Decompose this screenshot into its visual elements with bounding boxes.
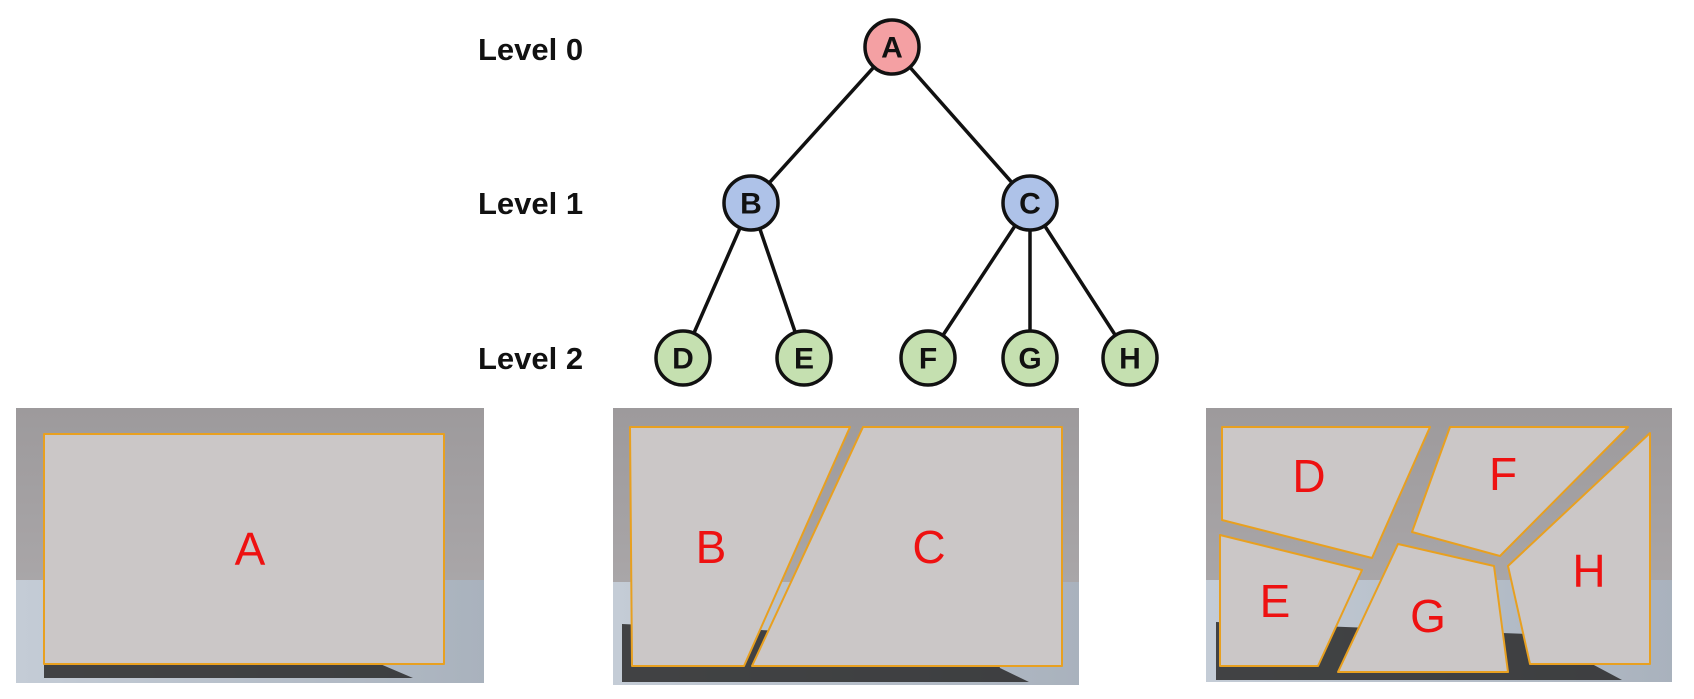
fragment-d [1221, 426, 1431, 559]
fragment-f-label: F [1489, 448, 1517, 500]
level-1-panel: B C [613, 408, 1079, 685]
node-e-circle [775, 329, 833, 387]
fragment-h-label: H [1572, 545, 1605, 597]
node-c-label: C [1019, 188, 1041, 221]
node-h-circle [1101, 329, 1159, 387]
edge-c-h [1028, 202, 1132, 359]
fragment-d-label: D [1292, 450, 1325, 502]
level-0-label: Level 0 [478, 32, 583, 67]
node-f-circle [899, 329, 957, 387]
tree-node-c: C [1001, 174, 1059, 232]
level-2-label: Level 2 [478, 341, 583, 376]
tree-node-g: G [1001, 329, 1059, 387]
node-c-circle [1001, 174, 1059, 232]
edge-a-c [890, 45, 1032, 205]
fragment-g-label: G [1410, 590, 1446, 642]
node-a-label: A [881, 32, 903, 65]
tree-node-h: H [1101, 329, 1159, 387]
node-a-circle [863, 18, 921, 76]
fragment-b-label: B [696, 521, 727, 573]
node-b-circle [722, 174, 780, 232]
node-e-label: E [794, 343, 814, 376]
node-b-label: B [740, 188, 762, 221]
node-h-label: H [1119, 343, 1141, 376]
node-g-circle [1001, 329, 1059, 387]
edge-a-b [749, 45, 894, 205]
tree-node-e: E [775, 329, 833, 387]
fragment-c [751, 426, 1063, 667]
fragment-b [629, 426, 851, 667]
fragment-c-label: C [912, 521, 945, 573]
fragment-e-label: E [1260, 575, 1291, 627]
fragment-g [1337, 543, 1509, 673]
fragment-a-label: A [235, 523, 266, 575]
fragment-e [1219, 534, 1363, 667]
edge-c-f [926, 202, 1032, 359]
fragment-a [43, 433, 445, 665]
tree-node-d: D [654, 329, 712, 387]
node-f-label: F [919, 343, 937, 376]
tree-node-b: B [722, 174, 780, 232]
level-1-label: Level 1 [478, 186, 583, 221]
node-g-label: G [1018, 343, 1041, 376]
level-2-panel: D F E G H [1206, 408, 1672, 682]
tree-node-f: F [899, 329, 957, 387]
tree-node-a: A [863, 18, 921, 76]
node-d-circle [654, 329, 712, 387]
fragment-h [1507, 432, 1651, 665]
level-0-panel: A [16, 408, 484, 683]
node-d-label: D [672, 343, 694, 376]
fragment-f [1411, 426, 1629, 557]
